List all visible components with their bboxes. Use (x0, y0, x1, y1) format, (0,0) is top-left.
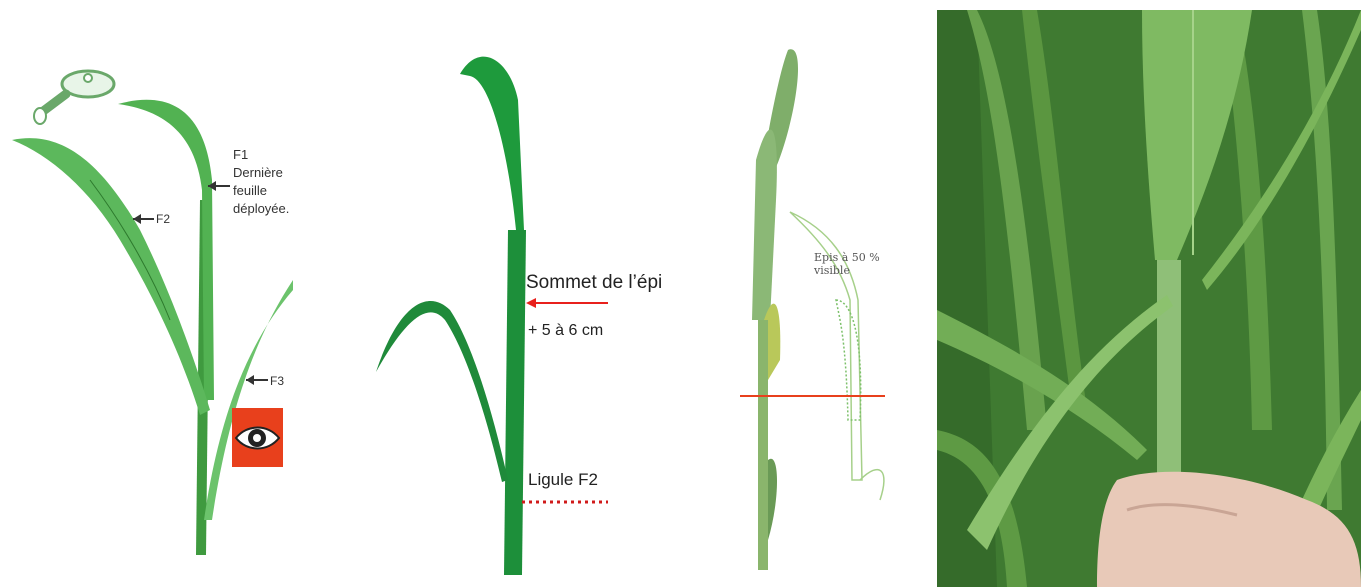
epis-line2: visible (814, 264, 894, 277)
eye-icon (232, 408, 283, 467)
leaf-diagram-panel: F1 Dernière feuille déployée. F2 F3 (0, 0, 300, 587)
ear-drawing (740, 0, 900, 587)
stem-measure-panel: Sommet de l’épi + 5 à 6 cm Ligule F2 (340, 0, 720, 587)
wheat-photo-image (937, 10, 1361, 587)
epis-line1: Epis à 50 % (814, 251, 894, 264)
magnifier-icon (30, 64, 120, 134)
epis-label: Epis à 50 % visible (814, 251, 894, 277)
ear-panel: Epis à 50 % visible (740, 0, 900, 587)
f2-label: F2 (156, 212, 170, 226)
offset-label: + 5 à 6 cm (528, 322, 603, 340)
wheat-photo (937, 10, 1361, 587)
f1-desc-line1: Dernière (233, 164, 289, 182)
f1-label: F1 Dernière feuille déployée. (233, 146, 289, 218)
f1-title: F1 (233, 146, 289, 164)
f1-desc-line2: feuille (233, 182, 289, 200)
f3-label: F3 (270, 374, 284, 388)
ligule-f2-label: Ligule F2 (528, 470, 598, 490)
f1-desc-line3: déployée. (233, 200, 289, 218)
sommet-epi-label: Sommet de l’épi (526, 272, 662, 294)
